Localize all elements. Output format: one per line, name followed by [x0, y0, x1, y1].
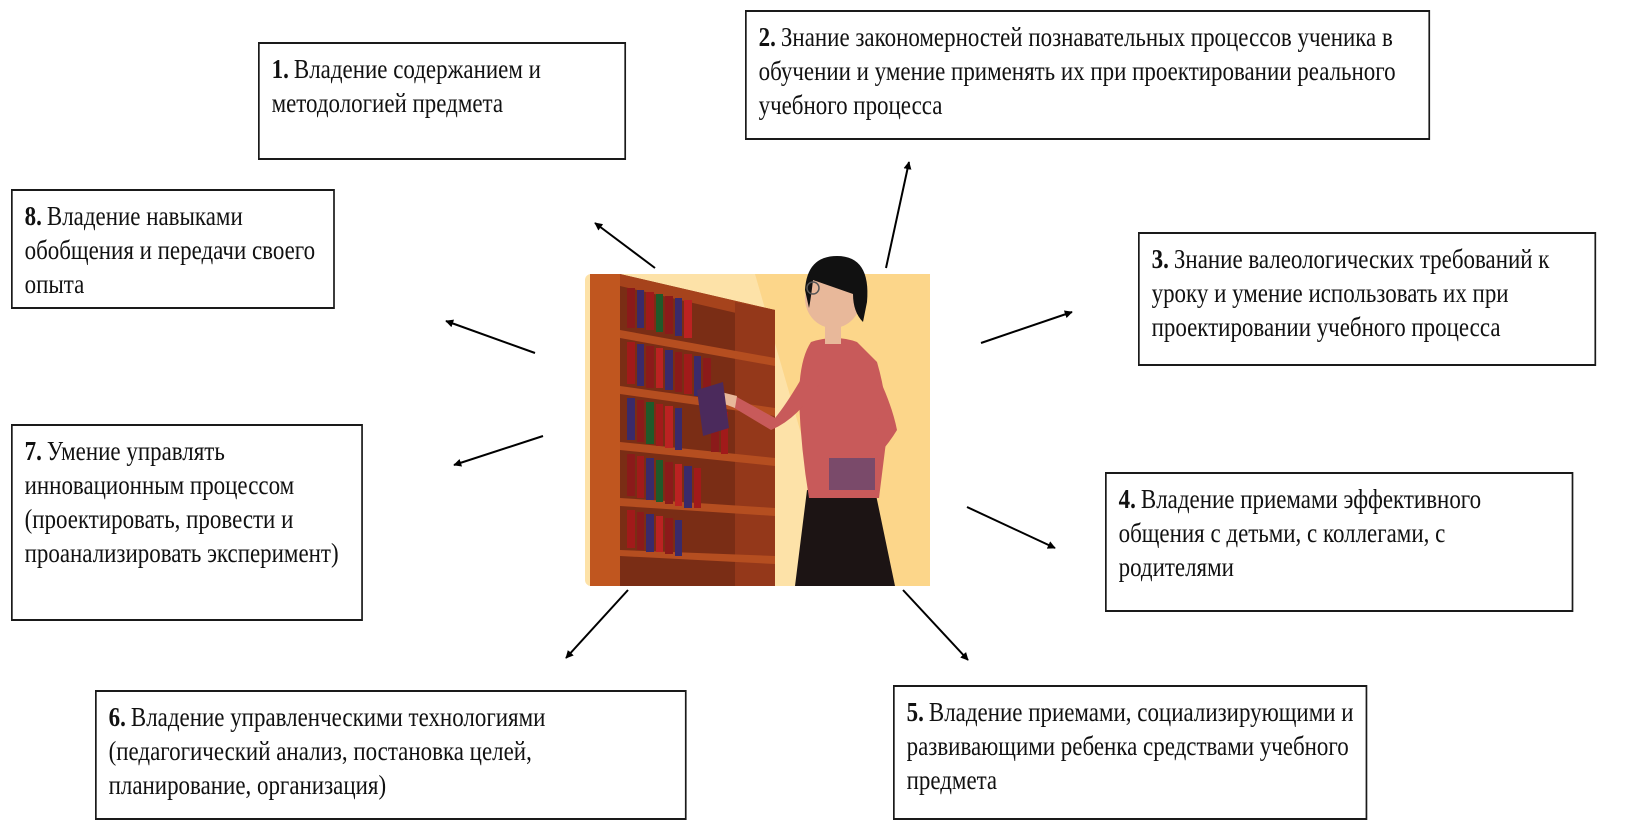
competency-number: 1.	[271, 54, 289, 84]
competency-box-1: 1.Владение содержанием и методологией пр…	[258, 42, 627, 160]
competency-text: Владение приемами, социализирующими и ра…	[906, 697, 1354, 795]
bookcase-icon	[590, 274, 775, 586]
arrow-to-block-8b	[445, 319, 536, 354]
teacher-figure-icon	[697, 256, 897, 586]
competency-number: 3.	[1151, 244, 1169, 274]
competency-box-7: 7.Умение управлять инновационным процесс…	[11, 424, 363, 621]
arrow-to-block-7	[453, 435, 544, 467]
competency-number: 5.	[906, 697, 924, 727]
competency-number: 6.	[108, 702, 126, 732]
arrow-to-block-2	[885, 161, 912, 269]
competency-box-2: 2.Знание закономерностей познавательных …	[745, 10, 1431, 140]
competency-text: Владение навыками обобщения и передачи с…	[24, 201, 316, 299]
arrow-to-block-8	[594, 222, 656, 269]
arrow-to-block-5	[902, 589, 969, 661]
competency-box-3: 3.Знание валеологических требований к ур…	[1138, 232, 1597, 366]
competency-box-4: 4.Владение приемами эффективного общения…	[1105, 472, 1574, 612]
arrow-to-block-3	[980, 310, 1073, 344]
competency-number: 2.	[758, 22, 776, 52]
competency-number: 8.	[24, 201, 42, 231]
competency-text: Знание валеологических требований к урок…	[1151, 244, 1550, 342]
competency-box-5: 5.Владение приемами, социализирующими и …	[893, 685, 1368, 820]
competency-number: 4.	[1118, 484, 1136, 514]
competency-text: Знание закономерностей познавательных пр…	[758, 22, 1396, 120]
competency-number: 7.	[24, 436, 42, 466]
competency-box-8: 8.Владение навыками обобщения и передачи…	[11, 189, 335, 309]
competency-text: Владение содержанием и методологией пред…	[271, 54, 541, 118]
competency-box-6: 6.Владение управленческими технологиями …	[95, 690, 687, 820]
teacher-bookshelf-illustration	[585, 256, 930, 586]
competency-text: Умение управлять инновационным процессом…	[24, 436, 339, 568]
arrow-to-block-4	[966, 506, 1056, 549]
competency-text: Владение приемами эффективного общения с…	[1118, 484, 1482, 582]
competency-text: Владение управленческими технологиями (п…	[108, 702, 546, 800]
arrow-to-block-6	[565, 589, 629, 659]
